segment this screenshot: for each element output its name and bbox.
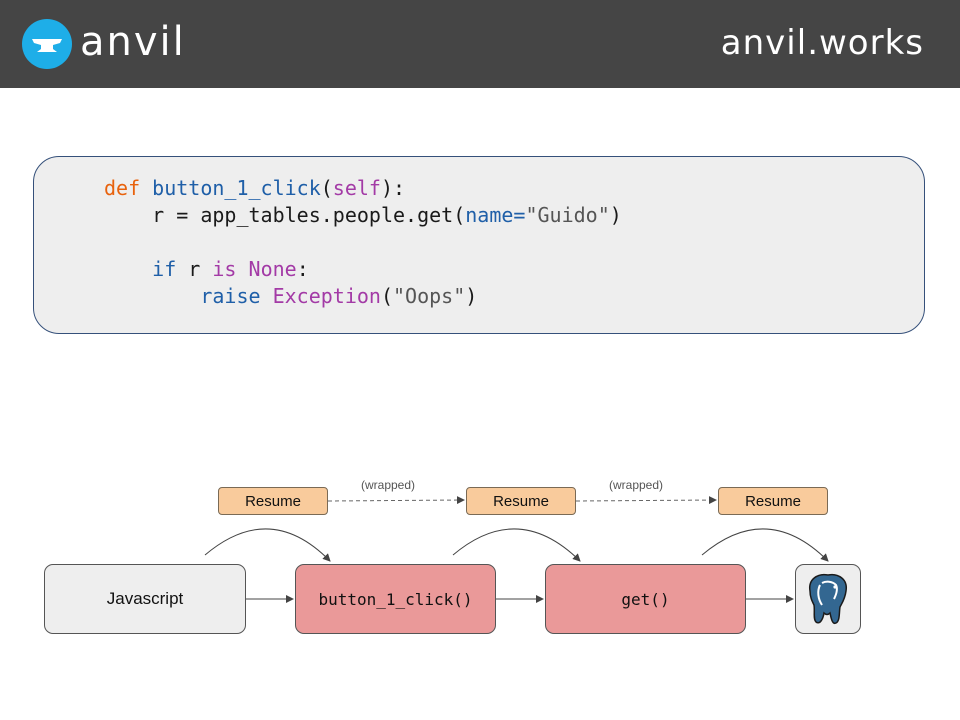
string-literal: "Oops"	[393, 284, 466, 308]
code-text: def button_1_click(self): r = app_tables…	[104, 175, 622, 310]
code-line-1: def button_1_click(self):	[104, 176, 405, 200]
wrapped-label-2: (wrapped)	[609, 478, 664, 492]
code-line-5: raise Exception("Oops")	[104, 284, 477, 308]
dashed-arrow-2	[575, 496, 717, 505]
paren: (	[380, 284, 394, 308]
param-name: name	[465, 203, 514, 227]
wrapped-label-1: (wrapped)	[361, 478, 416, 492]
logo-text: anvil	[80, 19, 186, 65]
function-name: button_1_click	[152, 176, 321, 200]
code-block: def button_1_click(self): r = app_tables…	[33, 156, 925, 334]
get-node: get()	[545, 564, 746, 634]
arc-1	[204, 528, 331, 562]
postgresql-elephant-icon	[809, 573, 847, 625]
resume-box-2: Resume	[466, 487, 576, 515]
var-r: r	[176, 257, 213, 281]
call-flow-diagram: (wrapped) (wrapped) Resume Resume Resume…	[0, 470, 960, 660]
equals: =	[513, 203, 526, 227]
paren: )	[609, 203, 622, 227]
colon: :	[296, 257, 309, 281]
button-click-node: button_1_click()	[295, 564, 496, 634]
string-literal: "Guido"	[525, 203, 610, 227]
dashed-arrow-1	[327, 496, 465, 505]
keyword-if: if	[152, 257, 177, 281]
site-url-text: anvil.works	[720, 23, 924, 63]
header-bar: anvil anvil.works	[0, 0, 960, 88]
resume-box-1: Resume	[218, 487, 328, 515]
exception-name: Exception	[272, 284, 381, 308]
anvil-logo-icon	[22, 19, 72, 69]
paren: ):	[380, 176, 406, 200]
keyword-def: def	[104, 176, 141, 200]
code-call: r = app_tables.people.get(	[152, 203, 466, 227]
postgresql-node	[795, 564, 861, 634]
diagram-arrows	[204, 496, 829, 603]
paren: )	[465, 284, 478, 308]
arc-3	[701, 528, 829, 562]
keyword-raise: raise	[200, 284, 261, 308]
keyword-none: None	[248, 257, 297, 281]
code-line-4: if r is None:	[104, 257, 309, 281]
resume-box-3: Resume	[718, 487, 828, 515]
javascript-node: Javascript	[44, 564, 246, 634]
code-line-2: r = app_tables.people.get(name="Guido")	[104, 203, 622, 227]
keyword-is: is	[212, 257, 237, 281]
param-self: self	[332, 176, 381, 200]
paren: (	[320, 176, 333, 200]
arc-2	[452, 528, 581, 562]
